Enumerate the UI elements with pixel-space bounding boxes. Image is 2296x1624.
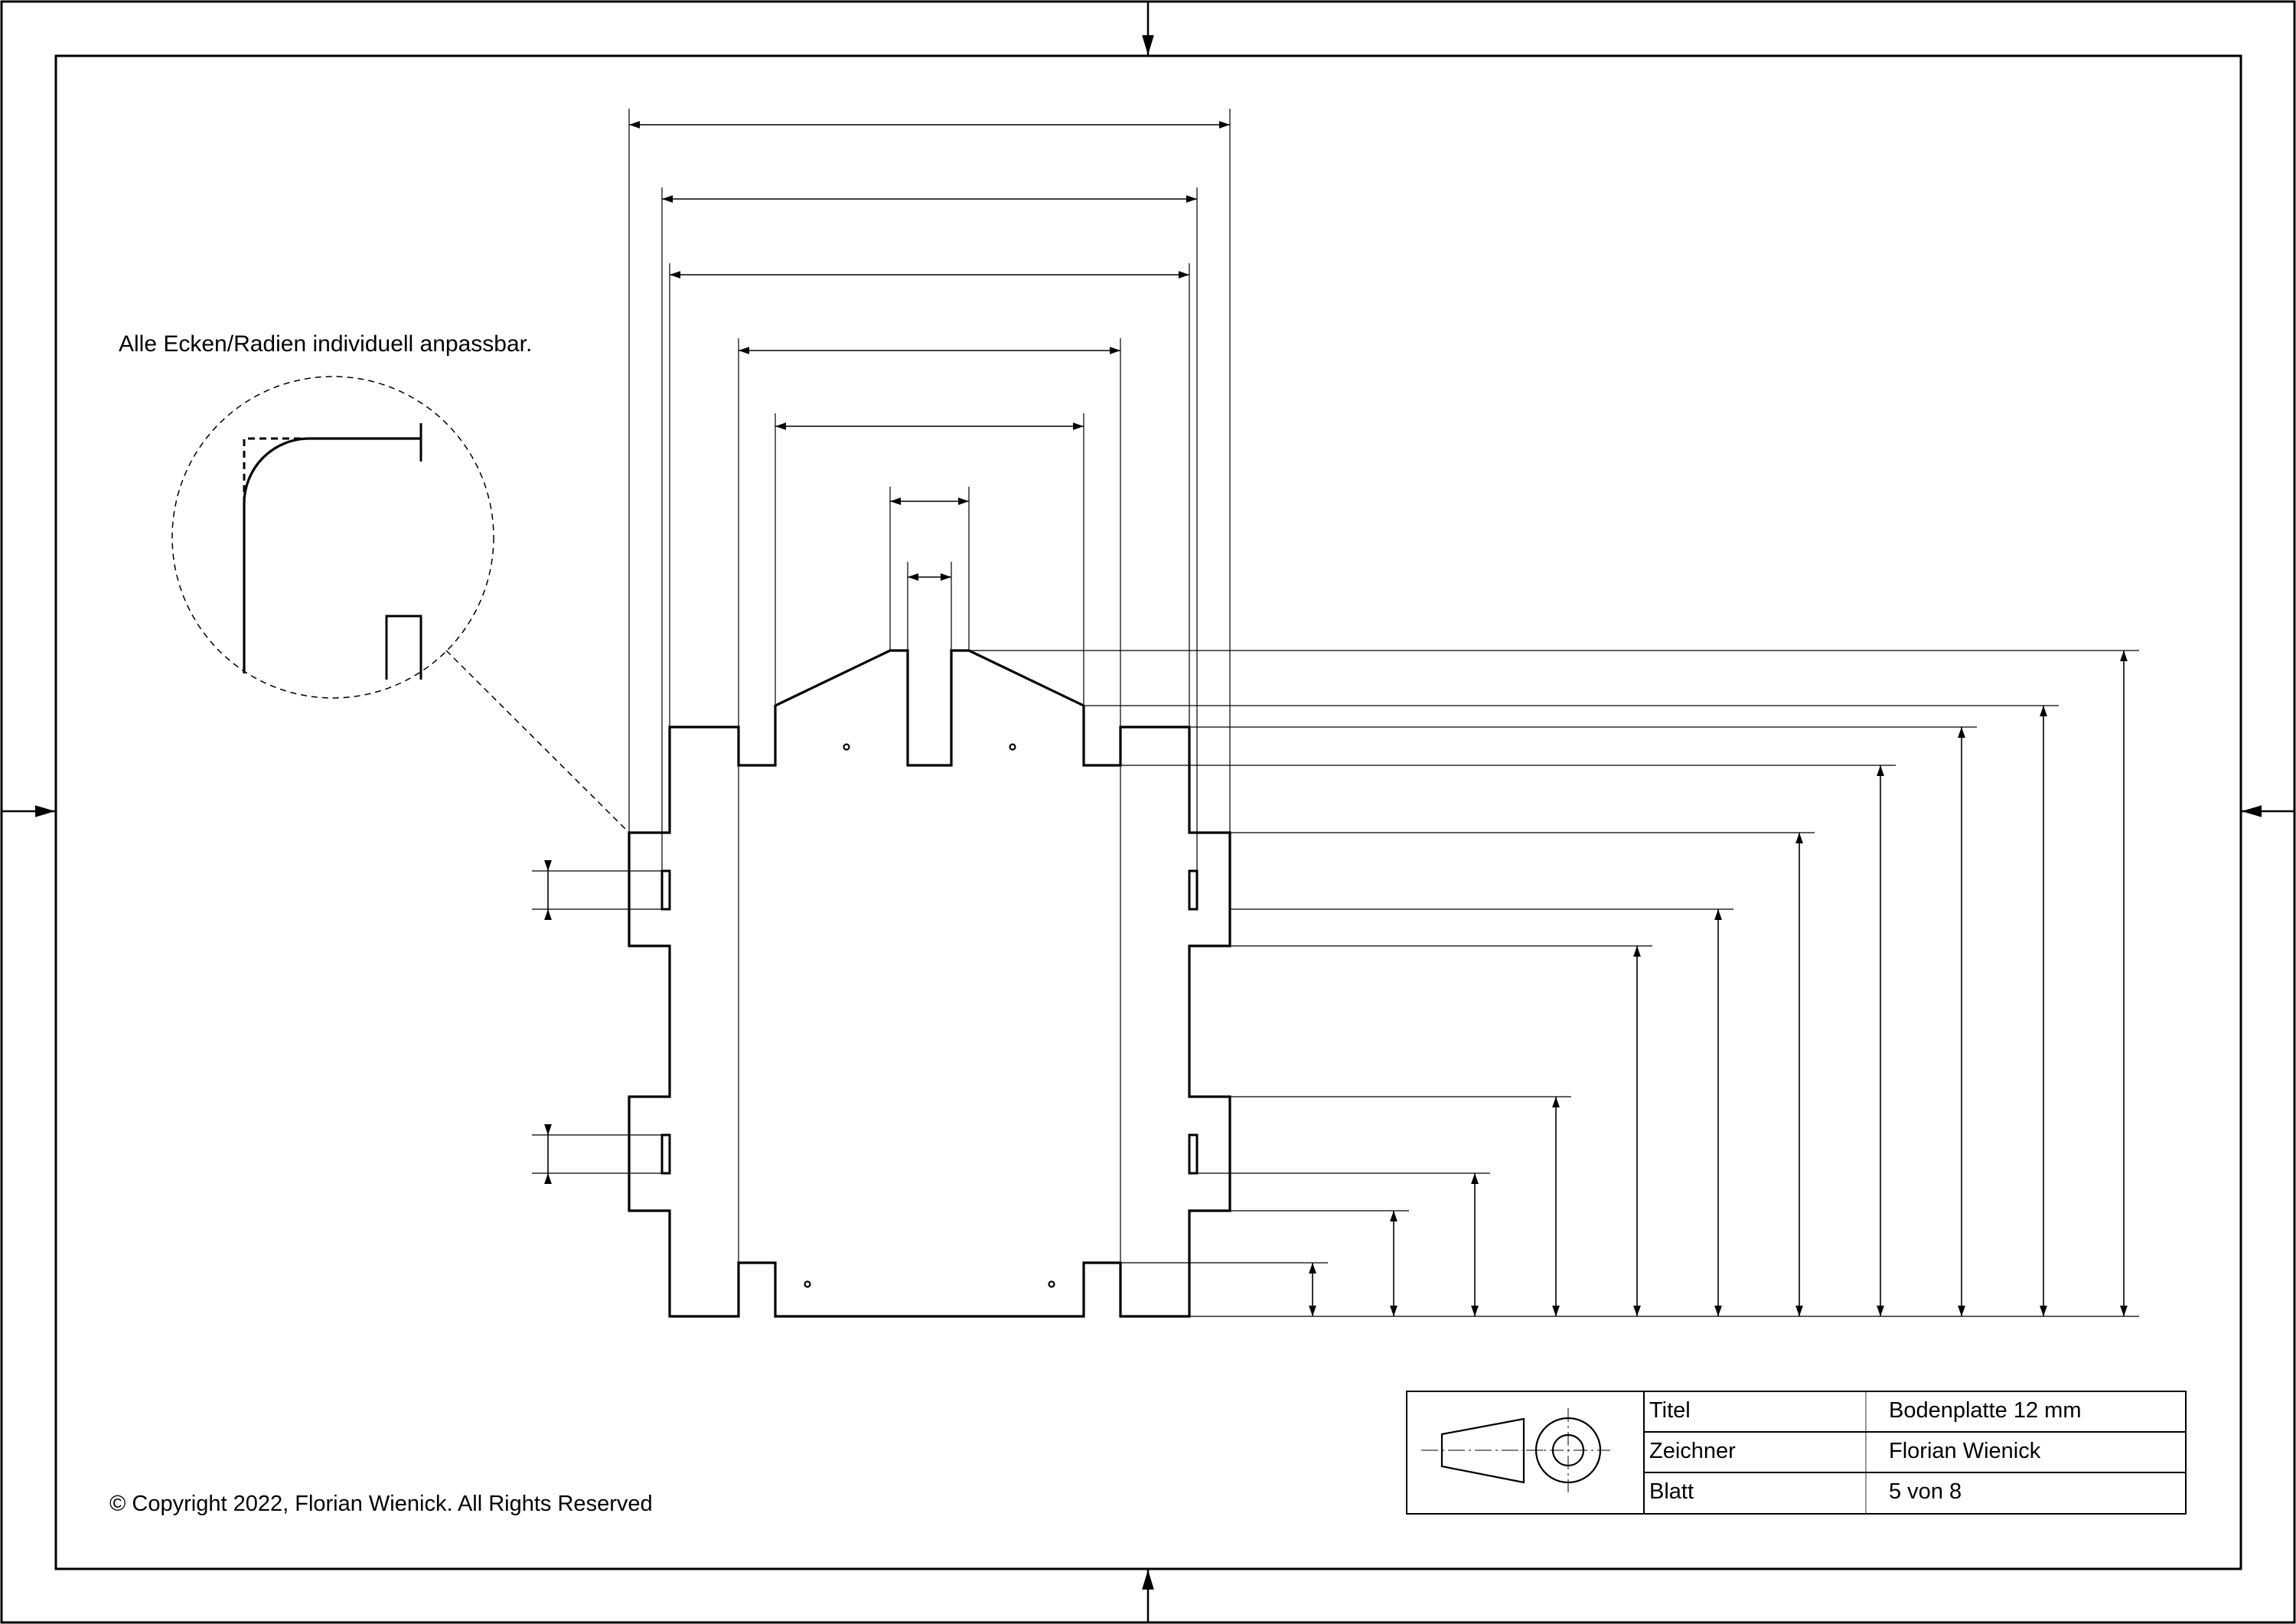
title-block-value-zeichner: Florian Wienick [1889, 1439, 2041, 1463]
drill-holes [804, 743, 1055, 1288]
title-block-label-blatt: Blatt [1649, 1479, 1694, 1504]
vertical-dimensions [1309, 651, 2128, 1316]
title-block-label-zeichner: Zeichner [1649, 1439, 1736, 1463]
title-block-value-blatt: 5 von 8 [1889, 1479, 1962, 1504]
title-block-value-titel: Bodenplatte 12 mm [1889, 1398, 2082, 1423]
first-angle-projection-icon [1421, 1408, 1610, 1492]
side-slots [660, 869, 1199, 1175]
copyright-notice: © Copyright 2022, Florian Wienick. All R… [109, 1492, 653, 1516]
corner-detail-callout [171, 376, 630, 833]
title-block [1406, 1391, 2187, 1515]
extension-lines [532, 109, 2139, 1317]
inner-drawing-frame [54, 54, 2242, 1570]
horizontal-dimensions [629, 121, 1230, 581]
base-plate-outline [628, 649, 1231, 1318]
detail-note: Alle Ecken/Radien individuell anpassbar. [119, 331, 533, 357]
title-block-label-titel: Titel [1649, 1398, 1691, 1423]
